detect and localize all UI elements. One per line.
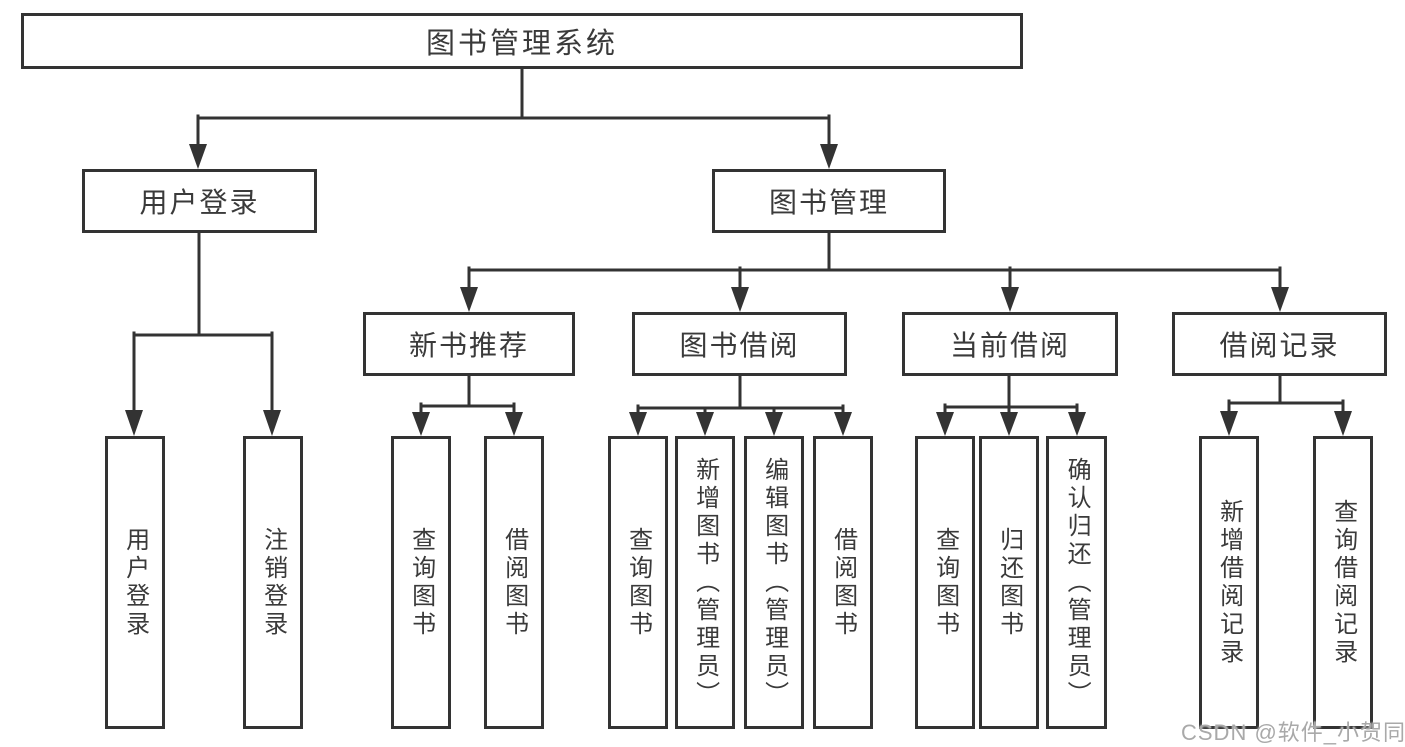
leaf-query-books-borrow: 查询图书 <box>608 436 668 729</box>
node-current-borrow: 当前借阅 <box>902 312 1118 376</box>
leaf-query-books-recommend: 查询图书 <box>391 436 451 729</box>
leaf-user-login-label: 用户登录 <box>121 526 149 639</box>
node-book-management: 图书管理 <box>712 169 946 233</box>
leaf-query-books-borrow-label: 查询图书 <box>624 526 652 639</box>
csdn-watermark: CSDN @软件_小贺同学 <box>1181 720 1405 745</box>
leaf-edit-books-admin: 编辑图书（管理员） <box>744 436 804 729</box>
node-new-book-recommend: 新书推荐 <box>363 312 575 376</box>
node-user-login: 用户登录 <box>82 169 317 233</box>
leaf-borrow-books-label: 借阅图书 <box>829 526 857 639</box>
node-current-borrow-label: 当前借阅 <box>949 330 1070 361</box>
leaf-borrow-books-recommend-label: 借阅图书 <box>500 526 528 639</box>
node-book-borrow: 图书借阅 <box>632 312 847 376</box>
node-book-management-label: 图书管理 <box>768 187 889 218</box>
leaf-edit-books-admin-label: 编辑图书（管理员） <box>760 456 788 709</box>
leaf-confirm-return-admin-label: 确认归还（管理员） <box>1063 456 1091 709</box>
leaf-query-borrow-record: 查询借阅记录 <box>1313 436 1373 729</box>
node-new-book-recommend-label: 新书推荐 <box>408 330 529 361</box>
node-borrow-records-label: 借阅记录 <box>1219 330 1340 361</box>
leaf-return-books-label: 归还图书 <box>995 526 1023 639</box>
leaf-add-borrow-record-label: 新增借阅记录 <box>1215 498 1243 667</box>
leaf-add-borrow-record: 新增借阅记录 <box>1199 436 1259 729</box>
leaf-return-books: 归还图书 <box>979 436 1039 729</box>
leaf-add-books-admin: 新增图书（管理员） <box>675 436 735 729</box>
leaf-query-books-current: 查询图书 <box>915 436 975 729</box>
leaf-confirm-return-admin: 确认归还（管理员） <box>1046 436 1107 729</box>
node-user-login-label: 用户登录 <box>139 187 260 218</box>
node-library-system: 图书管理系统 <box>21 13 1023 69</box>
leaf-add-books-admin-label: 新增图书（管理员） <box>691 456 719 709</box>
leaf-borrow-books-recommend: 借阅图书 <box>484 436 544 729</box>
leaf-query-books-recommend-label: 查询图书 <box>407 526 435 639</box>
leaf-logout: 注销登录 <box>243 436 303 729</box>
leaf-borrow-books: 借阅图书 <box>813 436 873 729</box>
leaf-logout-label: 注销登录 <box>259 526 287 639</box>
leaf-user-login: 用户登录 <box>105 436 165 729</box>
node-book-borrow-label: 图书借阅 <box>679 330 800 361</box>
node-library-system-label: 图书管理系统 <box>425 28 618 60</box>
leaf-query-borrow-record-label: 查询借阅记录 <box>1329 498 1357 667</box>
node-borrow-records: 借阅记录 <box>1172 312 1387 376</box>
leaf-query-books-current-label: 查询图书 <box>931 526 959 639</box>
